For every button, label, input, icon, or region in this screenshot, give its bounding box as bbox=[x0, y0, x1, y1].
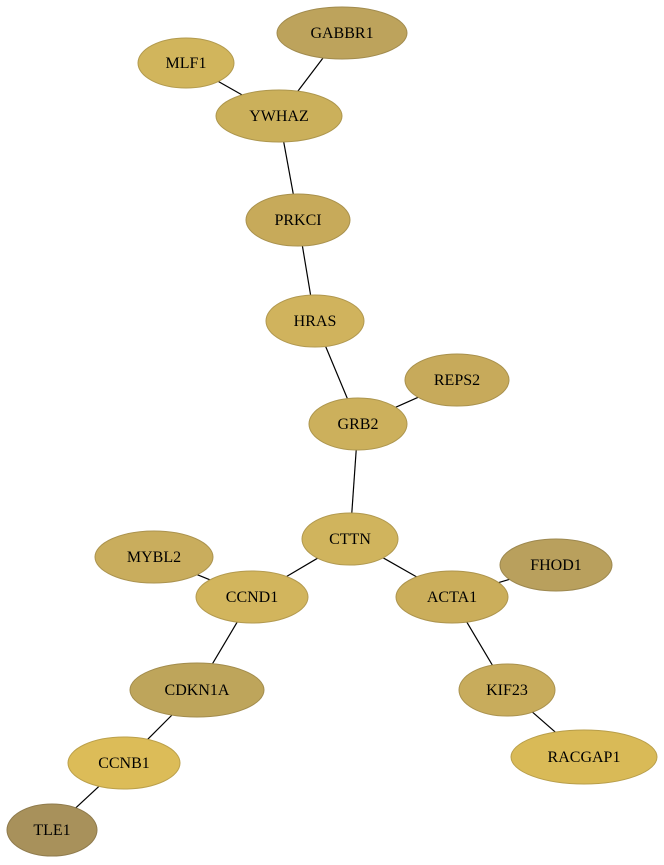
node-mlf1: MLF1 bbox=[137, 37, 235, 89]
edge-line bbox=[211, 621, 238, 665]
node-label: REPS2 bbox=[434, 372, 480, 389]
node-ellipse bbox=[308, 397, 408, 451]
edge-line bbox=[197, 574, 211, 581]
edge-reps2-grb2 bbox=[395, 396, 419, 408]
node-ywhaz: YWHAZ bbox=[215, 89, 343, 143]
node-ellipse bbox=[395, 570, 509, 624]
node-label: CDKN1A bbox=[165, 682, 230, 699]
edge-cttn-acta1 bbox=[382, 557, 417, 578]
edge-line bbox=[532, 711, 556, 733]
node-label: CCNB1 bbox=[98, 755, 150, 772]
node-label: GABBR1 bbox=[310, 25, 373, 42]
edge-line bbox=[301, 245, 312, 296]
edge-ccnd1-cdkn1a bbox=[211, 621, 238, 665]
node-ccnb1: CCNB1 bbox=[67, 736, 181, 790]
node-label: YWHAZ bbox=[249, 108, 309, 125]
node-gabbr1: GABBR1 bbox=[276, 6, 408, 60]
node-ellipse bbox=[129, 662, 265, 718]
edge-line bbox=[286, 557, 318, 578]
edge-layer bbox=[75, 57, 556, 809]
node-prkci: PRKCI bbox=[245, 193, 351, 247]
node-cdkn1a: CDKN1A bbox=[129, 662, 265, 718]
node-label: CCND1 bbox=[226, 589, 278, 606]
node-ellipse bbox=[276, 6, 408, 60]
node-ellipse bbox=[6, 803, 98, 857]
edge-ywhaz-prkci bbox=[283, 141, 294, 195]
node-ellipse bbox=[67, 736, 181, 790]
edge-line bbox=[283, 141, 294, 195]
node-label: HRAS bbox=[294, 313, 337, 330]
edge-prkci-hras bbox=[301, 245, 312, 296]
edge-line bbox=[75, 785, 100, 809]
node-kif23: KIF23 bbox=[458, 663, 556, 717]
node-label: FHOD1 bbox=[530, 557, 582, 574]
edge-acta1-kif23 bbox=[466, 621, 493, 666]
node-ellipse bbox=[94, 530, 214, 584]
node-label: KIF23 bbox=[486, 682, 528, 699]
node-grb2: GRB2 bbox=[308, 397, 408, 451]
edge-line bbox=[382, 557, 417, 578]
node-label: TLE1 bbox=[33, 822, 70, 839]
node-ellipse bbox=[137, 37, 235, 89]
node-tle1: TLE1 bbox=[6, 803, 98, 857]
node-fhod1: FHOD1 bbox=[499, 538, 613, 592]
node-ellipse bbox=[499, 538, 613, 592]
node-acta1: ACTA1 bbox=[395, 570, 509, 624]
node-label: MLF1 bbox=[166, 55, 207, 72]
edge-cttn-ccnd1 bbox=[286, 557, 318, 578]
edge-fhod1-acta1 bbox=[498, 578, 510, 584]
node-label: CTTN bbox=[329, 531, 371, 548]
node-ellipse bbox=[265, 294, 365, 348]
edge-line bbox=[466, 621, 493, 666]
edge-line bbox=[325, 346, 348, 399]
edge-line bbox=[218, 80, 243, 96]
node-hras: HRAS bbox=[265, 294, 365, 348]
node-ellipse bbox=[215, 89, 343, 143]
node-ccnd1: CCND1 bbox=[195, 570, 309, 624]
edge-line bbox=[498, 578, 510, 584]
node-reps2: REPS2 bbox=[404, 353, 510, 407]
node-ellipse bbox=[195, 570, 309, 624]
node-label: ACTA1 bbox=[427, 589, 477, 606]
edge-ccnb1-tle1 bbox=[75, 785, 100, 809]
edge-kif23-racgap1 bbox=[532, 711, 556, 733]
node-ellipse bbox=[301, 512, 399, 566]
edge-line bbox=[395, 396, 419, 408]
edge-hras-grb2 bbox=[325, 346, 348, 399]
node-cttn: CTTN bbox=[301, 512, 399, 566]
node-ellipse bbox=[245, 193, 351, 247]
node-racgap1: RACGAP1 bbox=[510, 729, 658, 785]
node-label: RACGAP1 bbox=[548, 749, 621, 766]
node-mybl2: MYBL2 bbox=[94, 530, 214, 584]
edge-cdkn1a-ccnb1 bbox=[147, 714, 173, 740]
edge-line bbox=[147, 714, 173, 740]
node-label: PRKCI bbox=[274, 212, 321, 229]
edge-line bbox=[351, 449, 357, 514]
node-ellipse bbox=[404, 353, 510, 407]
node-ellipse bbox=[510, 729, 658, 785]
node-label: GRB2 bbox=[338, 416, 379, 433]
edge-line bbox=[297, 57, 324, 92]
node-label: MYBL2 bbox=[127, 549, 181, 566]
edge-mybl2-ccnd1 bbox=[197, 574, 211, 581]
edge-grb2-cttn bbox=[351, 449, 357, 514]
edge-mlf1-ywhaz bbox=[218, 80, 243, 96]
node-ellipse bbox=[458, 663, 556, 717]
edge-gabbr1-ywhaz bbox=[297, 57, 324, 92]
